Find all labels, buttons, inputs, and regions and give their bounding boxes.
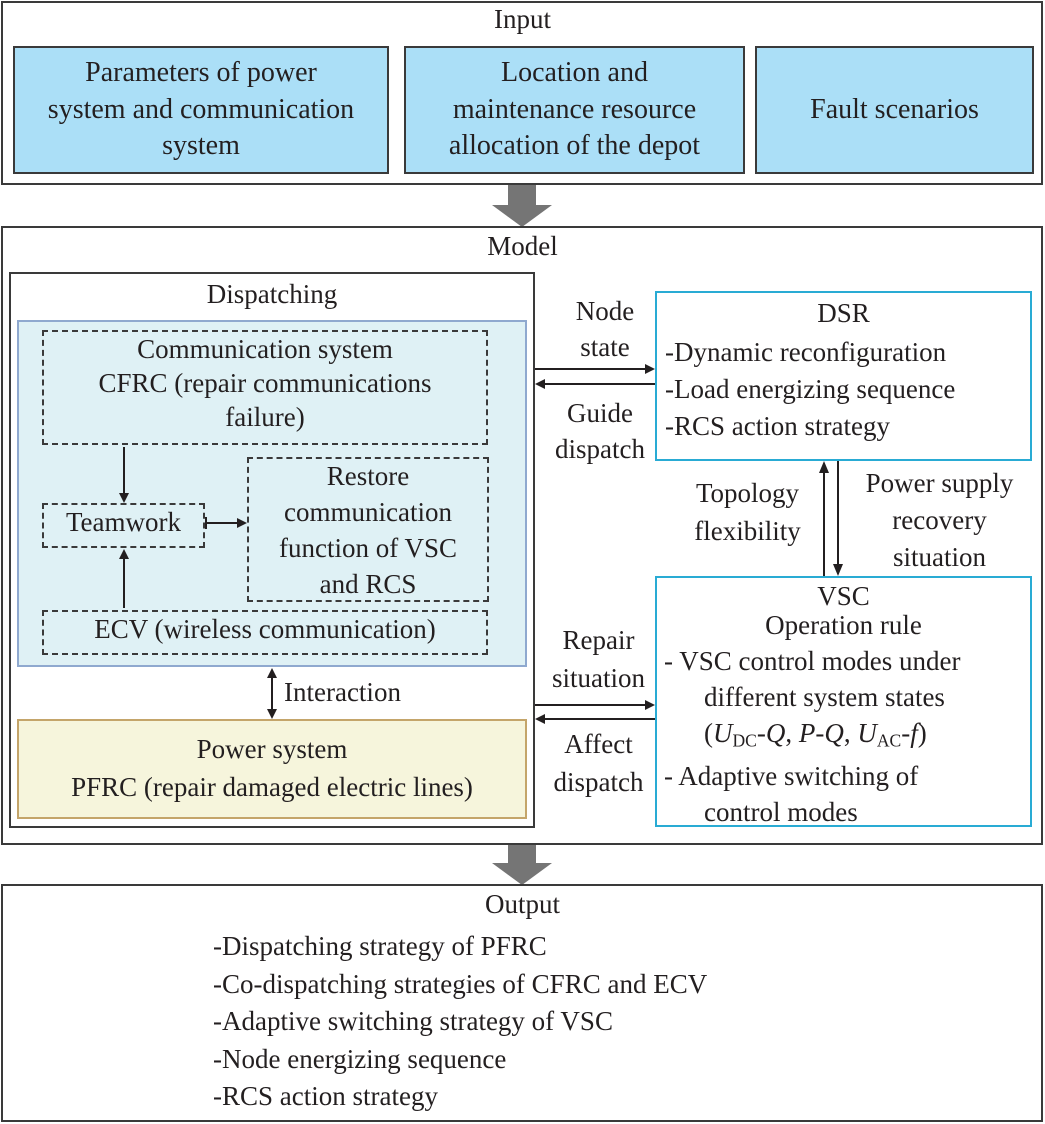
dsr-item: -RCS action strategy <box>665 411 890 441</box>
flow-arrow-down-icon <box>492 185 552 227</box>
output-item: -Dispatching strategy of PFRC <box>213 931 547 961</box>
comm-line: failure) <box>225 402 305 432</box>
input-box-line: system <box>162 130 240 162</box>
arrowhead-icon <box>645 700 655 710</box>
vsc-box <box>655 576 1032 827</box>
input-box-line: Fault scenarios <box>810 93 979 125</box>
repair-situation-label: Repair situation <box>552 625 645 693</box>
arrowhead-icon <box>833 564 843 576</box>
restore-box <box>247 457 489 602</box>
arrowhead-icon <box>267 709 277 719</box>
teamwork-box <box>42 503 205 548</box>
power-system-text: Power system PFRC (repair damaged electr… <box>17 730 527 806</box>
dsr-list: -Dynamic reconfiguration -Load energizin… <box>665 334 955 445</box>
power-line: PFRC (repair damaged electric lines) <box>71 772 473 802</box>
dsr-item: -Dynamic reconfiguration <box>665 337 947 367</box>
dsr-title: DSR <box>817 298 870 328</box>
ecv-box <box>42 610 488 655</box>
input-box-depot: Location and maintenance resource alloca… <box>404 46 745 174</box>
output-item: -Adaptive switching strategy of VSC <box>213 1006 613 1036</box>
output-item: -Node energizing sequence <box>213 1043 507 1074</box>
power-supply-recovery-label: Power supply recovery situation <box>865 468 1014 572</box>
dsr-item: -Load energizing sequence <box>665 374 956 404</box>
arrowhead-icon <box>237 518 247 528</box>
comm-line: Communication system <box>137 334 393 364</box>
input-box-line: maintenance resource <box>452 93 697 125</box>
communication-panel <box>17 320 527 667</box>
flow-arrow-down-icon <box>492 845 552 885</box>
restore-line: Restore <box>326 461 410 491</box>
communication-system-text: Communication system CFRC (repair commun… <box>42 332 488 434</box>
model-title: Model <box>487 231 558 261</box>
guide-dispatch-label: Guide dispatch <box>555 398 645 464</box>
teamwork-label: Teamwork <box>65 507 182 537</box>
arrowhead-icon <box>819 461 829 473</box>
vsc-item-1: - VSC control modes under different syst… <box>664 646 961 828</box>
vsc-control-modes: (UDC-Q, P-Q, UAC-f) <box>704 718 927 751</box>
comm-line: CFRC (repair communications <box>98 368 432 398</box>
power-line: Power system <box>196 734 348 764</box>
arrowhead-icon <box>119 549 129 559</box>
internal-arrows <box>119 447 277 719</box>
input-box-line: system and communication <box>47 93 355 125</box>
vsc-subtitle: Operation rule <box>765 610 922 640</box>
arrowhead-icon <box>535 714 545 724</box>
output-title: Output <box>484 889 560 919</box>
arrowhead-icon <box>645 364 655 374</box>
topology-flexibility-label: Topology flexibility <box>694 478 801 546</box>
restore-line: and RCS <box>319 569 417 599</box>
arrowhead-icon <box>267 668 277 678</box>
input-box-line: Location and <box>501 56 648 88</box>
ecv-label: ECV (wireless communication) <box>94 614 436 644</box>
arrowhead-icon <box>535 379 545 389</box>
power-system-box <box>17 719 527 819</box>
input-box-fault-scenarios: Fault scenarios <box>755 46 1034 174</box>
input-box-line: allocation of the depot <box>448 130 701 162</box>
output-item: -Co-dispatching strategies of CFRC and E… <box>213 968 708 999</box>
node-state-label: Node state <box>575 296 635 362</box>
output-section <box>1 884 1043 1122</box>
communication-system-box <box>42 330 488 445</box>
dsr-box <box>655 291 1032 461</box>
arrowhead-icon <box>119 493 129 503</box>
input-title: Input <box>494 4 551 34</box>
input-box-parameters: Parameters of power system and communica… <box>13 46 389 174</box>
restore-line: function of VSC <box>278 533 457 563</box>
output-list: -Dispatching strategy of PFRC -Co-dispat… <box>213 928 707 1116</box>
interaction-label: Interaction <box>284 677 401 707</box>
vsc-title: VSC <box>817 581 870 611</box>
output-item: -RCS action strategy <box>213 1081 438 1111</box>
input-box-line: Parameters of power <box>85 56 317 88</box>
affect-dispatch-label: Affect dispatch <box>553 729 644 797</box>
restore-text: Restore communication function of VSC an… <box>247 458 489 602</box>
connector-arrows <box>535 364 843 724</box>
restore-line: communication <box>284 497 452 527</box>
dispatching-title: Dispatching <box>206 279 338 309</box>
